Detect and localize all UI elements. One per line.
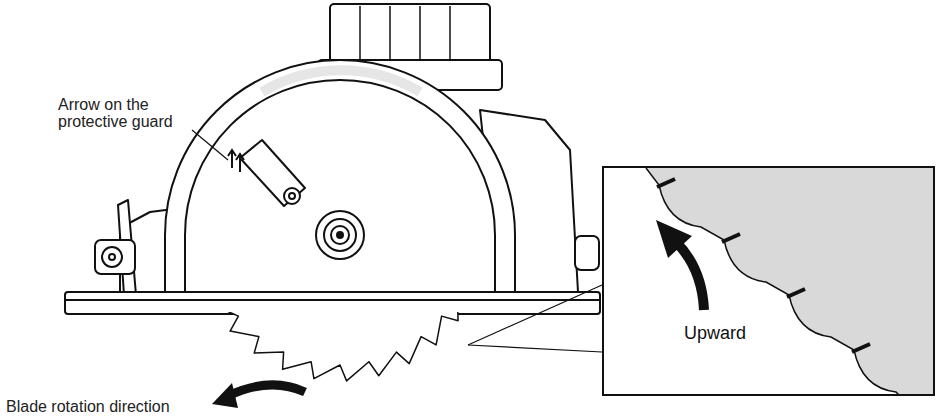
part-label: Blade rotation direction bbox=[6, 398, 211, 415]
part-label: Arrow on the protective guard bbox=[58, 96, 198, 130]
inset-box: Upward bbox=[602, 166, 935, 396]
blade-closeup bbox=[604, 168, 935, 396]
direction-label: Upward bbox=[684, 323, 746, 344]
